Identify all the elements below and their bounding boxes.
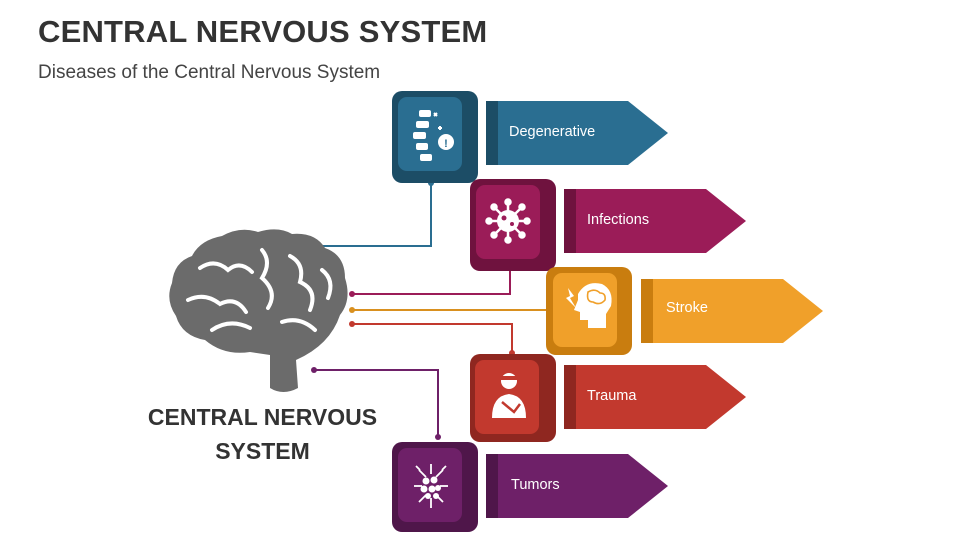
connector-trauma (352, 323, 513, 353)
item-trauma (470, 354, 746, 442)
stroke-head-icon (566, 283, 612, 328)
arrow-stroke (641, 279, 823, 343)
connector-degenerative (314, 183, 432, 247)
center-label-line1: CENTRAL NERVOUS (147, 404, 378, 430)
center-label-line2: SYSTEM (215, 438, 310, 464)
center-label: CENTRAL NERVOUS SYSTEM (130, 400, 395, 468)
item-degenerative: ! (392, 91, 668, 183)
label-trauma: Trauma (587, 388, 637, 404)
label-degenerative: Degenerative (509, 124, 596, 140)
svg-text:!: ! (444, 138, 448, 150)
label-infections: Infections (587, 212, 650, 228)
arrow-infections (564, 189, 746, 253)
arrow-trauma (564, 365, 746, 429)
spine-icon (413, 110, 454, 161)
page-title: CENTRAL NERVOUS SYSTEM (38, 14, 488, 49)
arrow-tumors (486, 454, 668, 518)
connector-infections (352, 268, 511, 295)
label-tumors: Tumors (511, 477, 560, 493)
connector-tumors (314, 369, 439, 437)
item-infections (470, 179, 746, 271)
label-stroke: Stroke (666, 300, 708, 316)
tumor-cell-icon (414, 464, 448, 508)
page-subtitle: Diseases of the Central Nervous System (38, 62, 381, 83)
arrow-degenerative (486, 101, 668, 165)
virus-icon (485, 198, 531, 244)
item-tumors (392, 442, 668, 532)
item-stroke (546, 267, 823, 355)
brain-icon (169, 229, 348, 392)
